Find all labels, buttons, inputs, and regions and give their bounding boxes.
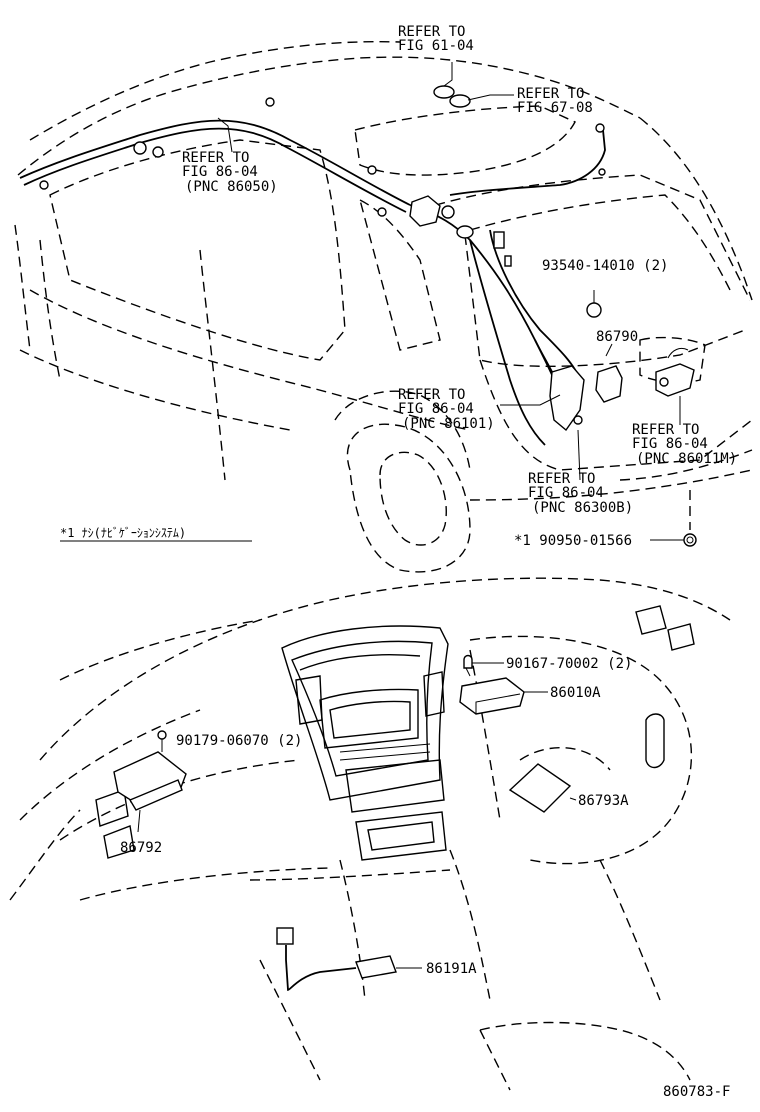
ref-pnc86011m: REFER TO FIG 86-04 (PNC 86011M) (632, 422, 737, 467)
navigation-unit-86010a (459, 654, 548, 715)
leader-lines-upper (217, 117, 697, 547)
label-90179-06070: 90179-06070 (2) (176, 733, 302, 749)
label-86793a: 86793A (578, 793, 629, 809)
steering-wheel (469, 635, 693, 1001)
rear-harness-components (534, 302, 695, 432)
bracket-86792 (113, 730, 187, 833)
ref-fig6708: REFER TO FIG 67-08 (517, 86, 593, 116)
reference-labels: REFER TO FIG 61-04 REFER TO FIG 67-08 RE… (182, 24, 737, 516)
label-90167-70002: 90167-70002 (2) (506, 656, 632, 672)
part-86191a (276, 927, 422, 991)
ref-pnc86101: REFER TO FIG 86-04 (PNC 86101) (398, 387, 495, 432)
ref-pnc86050: REFER TO FIG 86-04 (PNC 86050) (182, 150, 278, 195)
part-number-labels: 93540-14010 (2) 86790 *1 90950-01566 901… (120, 258, 668, 977)
floor-outline (259, 959, 691, 1091)
label-86191a: 86191A (426, 961, 477, 977)
drawing-number: 860783-F (663, 1084, 730, 1100)
ref-fig6104: REFER TO FIG 61-04 (398, 24, 474, 54)
roof-wire-harness (19, 97, 606, 446)
ref-pnc86300b: REFER TO FIG 86-04 (PNC 86300B) (528, 471, 633, 516)
dashboard-outline (9, 577, 731, 1001)
part-86793a (508, 763, 577, 813)
roof-lamp-connectors (433, 62, 514, 108)
footnote: *1 ﾅｼ(ﾅﾋﾞｹﾞｰｼｮﾝｼｽﾃﾑ) (60, 526, 252, 542)
label-90950-01566: *1 90950-01566 (514, 533, 632, 549)
label-93540-14010: 93540-14010 (2) (542, 258, 668, 274)
label-86790: 86790 (596, 329, 638, 345)
label-86792: 86792 (120, 840, 162, 856)
label-86010a: 86010A (550, 685, 601, 701)
antenna-connector-cluster (409, 195, 512, 267)
footnote-text: *1 ﾅｼ(ﾅﾋﾞｹﾞｰｼｮﾝｼｽﾃﾑ) (60, 526, 186, 540)
vehicle-body-outline (14, 41, 753, 573)
